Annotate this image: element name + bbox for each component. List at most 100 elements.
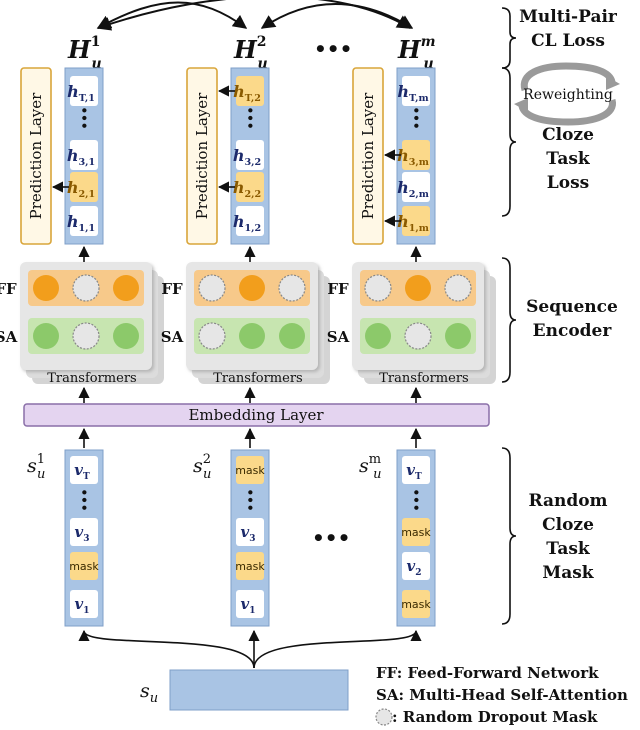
hidden-cell [70,206,98,236]
dropout-circle [278,274,306,302]
item-label: v1 [75,595,90,616]
mask-token-label: mask [69,560,99,573]
dropout-circle [444,274,472,302]
mask-token-cell [70,552,98,580]
hidden-state-label: h1,1 [67,212,95,234]
legend-ff: FF: Feed-Forward Network [376,664,599,682]
sa-neuron [33,323,59,349]
transformers-label: Transformers [47,371,136,386]
augment-arrow-m [253,629,422,669]
hidden-cell [236,172,264,202]
cloze-loss-label-2: Task [546,149,591,169]
mask-token-label: mask [235,560,265,573]
item-label: v1 [241,595,256,616]
hidden-cell [70,76,98,106]
hidden-state-label: h2,2 [233,178,261,200]
sa-neuron [365,323,391,349]
item-label: vT [406,461,422,482]
vertical-dots: ••• [409,106,423,129]
ff-neuron [33,275,59,301]
ff-neuron [405,275,431,301]
item-cell [70,456,98,484]
item-cell [402,552,430,580]
prediction-layer-box [20,67,52,245]
random-mask-label-3: Task [546,539,591,559]
sequence-encoder-label-1: Sequence [526,297,618,317]
sa-neuron [445,323,471,349]
sa-label: SA [327,328,350,346]
item-cell [236,590,264,618]
ff-label: FF [161,280,183,298]
vertical-dots: ••• [77,488,91,511]
legend-dropout: : Random Dropout Mask [392,708,598,726]
cl-loss-arcs [96,0,414,31]
mask-token-label: mask [235,464,265,477]
brace-random-mask [501,447,517,625]
sequence-encoder-label-2: Encoder [533,321,613,341]
prediction-layer-label: Prediction Layer [359,92,377,219]
hidden-state-label: h3,2 [233,146,261,168]
hidden-state-label: h1,2 [233,212,261,234]
dropout-circle [198,274,226,302]
hidden-cell [402,140,430,170]
augment-arrow-1 [78,629,255,669]
ff-label: FF [327,280,349,298]
ff-neuron [239,275,265,301]
reweighting-label: Reweighting [523,87,613,103]
prediction-layer-label: Prediction Layer [27,92,45,219]
mask-token-label: mask [401,526,431,539]
mask-token-cell [236,456,264,484]
transformers-label: Transformers [213,371,302,386]
item-label: v2 [407,557,422,578]
multi-pair-label: Multi-Pair [519,7,618,27]
prediction-layer-label: Prediction Layer [193,92,211,219]
sa-label: SA [0,328,18,346]
hidden-cell [236,206,264,236]
sa-neuron [239,323,265,349]
hidden-cell [70,172,98,202]
sa-label: SA [161,328,184,346]
embedding-layer-label: Embedding Layer [188,406,324,424]
vertical-dots: ••• [243,488,257,511]
hidden-state-label: hT,1 [67,82,95,104]
hidden-cell [236,140,264,170]
item-cell [402,456,430,484]
mask-token-label: mask [401,598,431,611]
hidden-state-label: h2,1 [67,178,95,200]
ff-label: FF [0,280,17,298]
vertical-dots: ••• [409,488,423,511]
hidden-cell [236,76,264,106]
item-cell [70,518,98,546]
embedding-layer-box [23,403,490,427]
random-mask-label-2: Cloze [542,515,594,535]
hidden-cell [402,206,430,236]
vertical-dots: ••• [243,106,257,129]
sa-neuron [113,323,139,349]
item-label: v3 [75,523,90,544]
item-label: v3 [241,523,256,544]
vertical-dots: ••• [77,106,91,129]
dropout-circle [364,274,392,302]
hidden-state-label: h1,m [397,212,429,234]
header-dots: ••• [314,37,352,61]
hidden-state-label: h3,1 [67,146,95,168]
cloze-loss-label-3: Loss [547,173,589,193]
legend-dropout-circle [375,708,393,726]
brace-cl-loss [501,7,517,69]
cl-loss-label: CL Loss [531,31,605,51]
bottom-seq-bar [169,669,349,711]
random-mask-label-4: Mask [542,563,594,583]
mask-token-cell [402,590,430,618]
dropout-circle [72,322,100,350]
dropout-circle [404,322,432,350]
hidden-state-label: hT,m [397,82,428,104]
cloze-loss-label-1: Cloze [542,125,594,145]
hidden-cell [70,140,98,170]
